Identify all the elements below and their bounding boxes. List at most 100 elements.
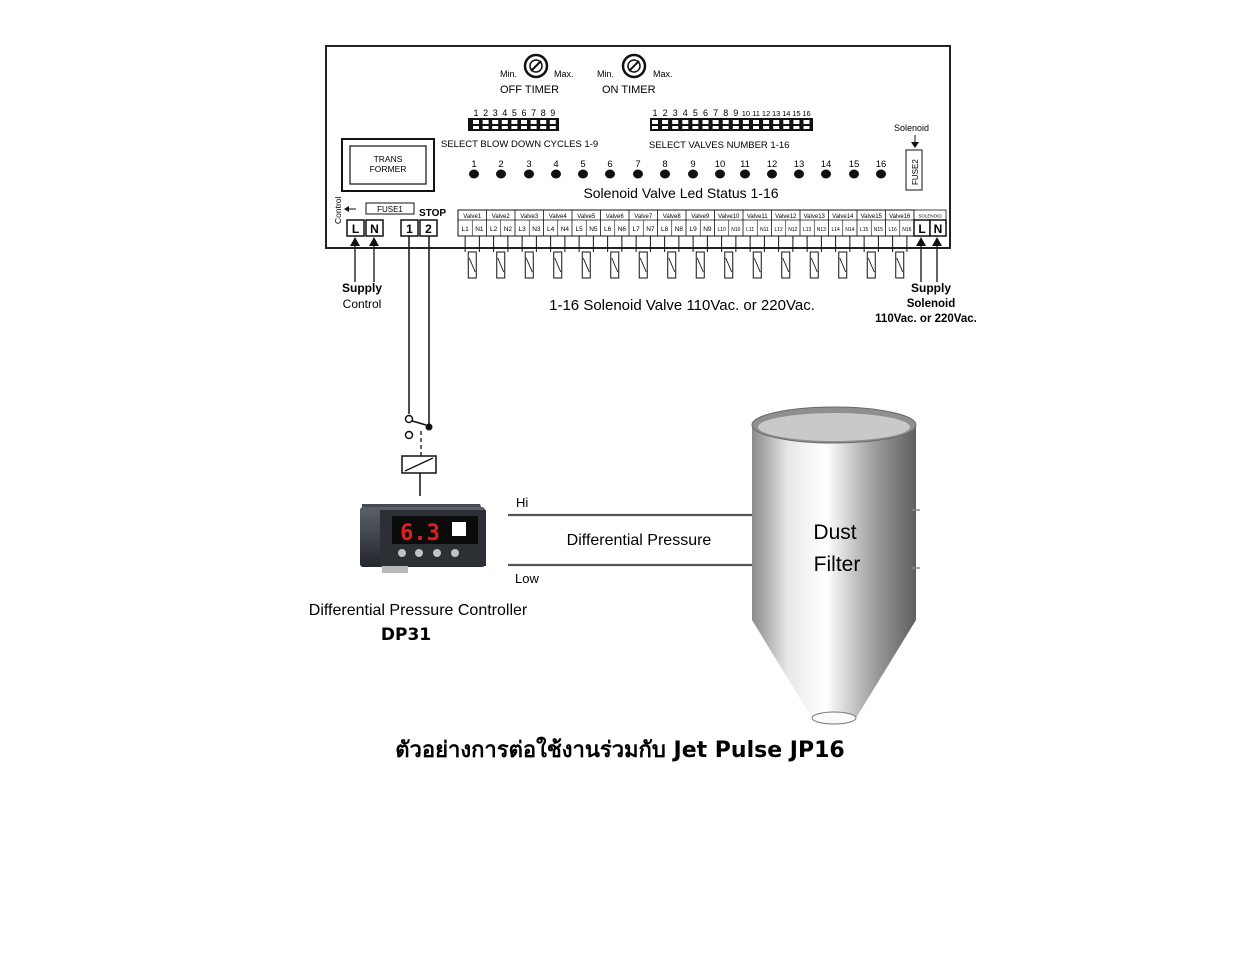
valve-terminal[interactable]: L15 (860, 227, 869, 233)
valve-header: Valve14 (832, 214, 854, 220)
valve-terminal[interactable]: L2 (490, 226, 498, 233)
valves-switch-slot[interactable] (783, 120, 790, 124)
valves-number: 15 (792, 109, 800, 118)
led-number: 1 (471, 159, 476, 170)
valve-terminal[interactable]: N11 (760, 227, 769, 233)
low-label: Low (515, 571, 539, 586)
dp31-button-1-icon[interactable] (398, 549, 406, 557)
transformer-line2: FORMER (370, 164, 407, 174)
valves-switch-slot[interactable] (763, 120, 770, 124)
valves-switch-slot[interactable] (793, 120, 800, 124)
valve-terminal[interactable]: N6 (618, 226, 627, 233)
valve-terminal[interactable]: N16 (902, 227, 911, 233)
stop-wiring (408, 236, 430, 426)
valve-terminal[interactable]: L5 (576, 226, 584, 233)
valves-switch-slot-lower (712, 126, 719, 129)
valve-terminal[interactable]: L12 (774, 227, 783, 233)
valve-terminal[interactable]: L6 (604, 226, 612, 233)
terminal-supply-n[interactable] (365, 219, 384, 237)
valve-terminal[interactable]: L13 (803, 227, 812, 233)
valve-header: Valve7 (634, 214, 653, 220)
valve-terminal[interactable]: L9 (690, 226, 698, 233)
cycles-number: 6 (521, 108, 526, 118)
cycles-number: 3 (493, 108, 498, 118)
valve-header: Valve5 (577, 214, 596, 220)
cycles-number: 2 (483, 108, 488, 118)
valve-terminal[interactable]: N10 (731, 227, 740, 233)
valves-switch-slot[interactable] (712, 120, 719, 124)
valves-switch-slot[interactable] (692, 120, 699, 124)
supply-control-arrows (354, 242, 375, 282)
valves-switch-slot[interactable] (662, 120, 669, 124)
valves-switch-slot[interactable] (722, 120, 729, 124)
valves-switch-slot-lower (742, 126, 749, 129)
terminal-solenoid-n-label: N (934, 222, 943, 236)
cycles-switch-slot[interactable] (473, 120, 479, 124)
fuse1 (365, 202, 415, 215)
pressure-pipes (508, 513, 752, 567)
valve-terminal[interactable]: N9 (703, 226, 712, 233)
transformer-line1: TRANS (374, 154, 403, 164)
valve-terminal[interactable]: L3 (519, 226, 527, 233)
valves-switch-slot[interactable] (732, 120, 739, 124)
on-timer: Min. Max. ON TIMER (597, 53, 673, 96)
cycles-switch-slot[interactable] (492, 120, 499, 124)
supply-solenoid-line3: 110Vac. or 220Vac. (875, 313, 977, 325)
valves-switch-slot[interactable] (803, 120, 810, 124)
valves-number: 11 (752, 109, 760, 118)
terminal-supply-l[interactable] (346, 219, 365, 237)
valves-switch-slot[interactable] (682, 120, 689, 124)
valve-terminal[interactable]: L1 (462, 226, 470, 233)
led-indicator-icon (496, 169, 506, 179)
valve-terminal[interactable]: L8 (661, 226, 669, 233)
valve-terminal[interactable]: L10 (717, 227, 726, 233)
valve-terminal[interactable]: L7 (633, 226, 641, 233)
valve-terminal[interactable]: N12 (788, 227, 797, 233)
cycles-switch-slot[interactable] (521, 120, 527, 124)
valves-switch-slot-lower (732, 126, 739, 129)
cycles-switch-slot[interactable] (549, 120, 556, 124)
valves-switch-slot[interactable] (652, 120, 658, 124)
valves-switch-slot[interactable] (702, 120, 709, 124)
dp31-button-2-icon[interactable] (415, 549, 423, 557)
valve-terminal[interactable]: N2 (504, 226, 513, 233)
off-timer: Min. Max. OFF TIMER (500, 53, 574, 96)
led-indicator-icon (794, 169, 804, 179)
cycles-switch-slot[interactable] (511, 120, 518, 124)
valves-switch-slot[interactable] (742, 120, 749, 124)
valves-dip-switch[interactable] (650, 118, 813, 131)
valve-terminal[interactable]: L16 (888, 227, 897, 233)
valve-terminal[interactable]: N13 (817, 227, 826, 233)
cycles-switch-slot[interactable] (501, 120, 508, 124)
valve-terminal[interactable]: L14 (831, 227, 840, 233)
valves-switch-slot-lower (652, 126, 658, 129)
terminal-solenoid-n[interactable] (929, 219, 947, 237)
cycles-dip-switch[interactable] (468, 118, 559, 131)
on-timer-label: ON TIMER (602, 84, 656, 96)
valves-switch-slot[interactable] (773, 120, 780, 124)
valve-terminal[interactable]: N3 (532, 226, 541, 233)
terminal-supply-n-label: N (370, 222, 379, 236)
valve-terminal[interactable]: N4 (561, 226, 570, 233)
led-indicator-icon (551, 169, 561, 179)
cycles-switch-slot[interactable] (540, 120, 547, 124)
valve-terminal[interactable]: N5 (589, 226, 598, 233)
valve-header: Valve2 (492, 214, 511, 220)
cycles-switch-slot-lower (473, 126, 479, 129)
valve-terminal[interactable]: N14 (845, 227, 854, 233)
cycles-switch-slot[interactable] (482, 120, 489, 124)
dp31-button-4-icon[interactable] (451, 549, 459, 557)
valve-terminal[interactable]: L11 (746, 227, 754, 233)
valve-terminal[interactable]: L4 (547, 226, 555, 233)
valves-switch-slot[interactable] (753, 120, 759, 124)
valve-terminal[interactable]: N7 (646, 226, 655, 233)
terminal-solenoid-l-label: L (918, 222, 925, 236)
valves-number: 2 (663, 108, 668, 118)
cycles-switch-slot[interactable] (530, 120, 537, 124)
dp31-button-3-icon[interactable] (433, 549, 441, 557)
valve-terminal[interactable]: N15 (874, 227, 883, 233)
valve-terminal[interactable]: N8 (675, 226, 684, 233)
valve-terminal[interactable]: N1 (475, 226, 484, 233)
valves-switch-slot[interactable] (672, 120, 679, 124)
